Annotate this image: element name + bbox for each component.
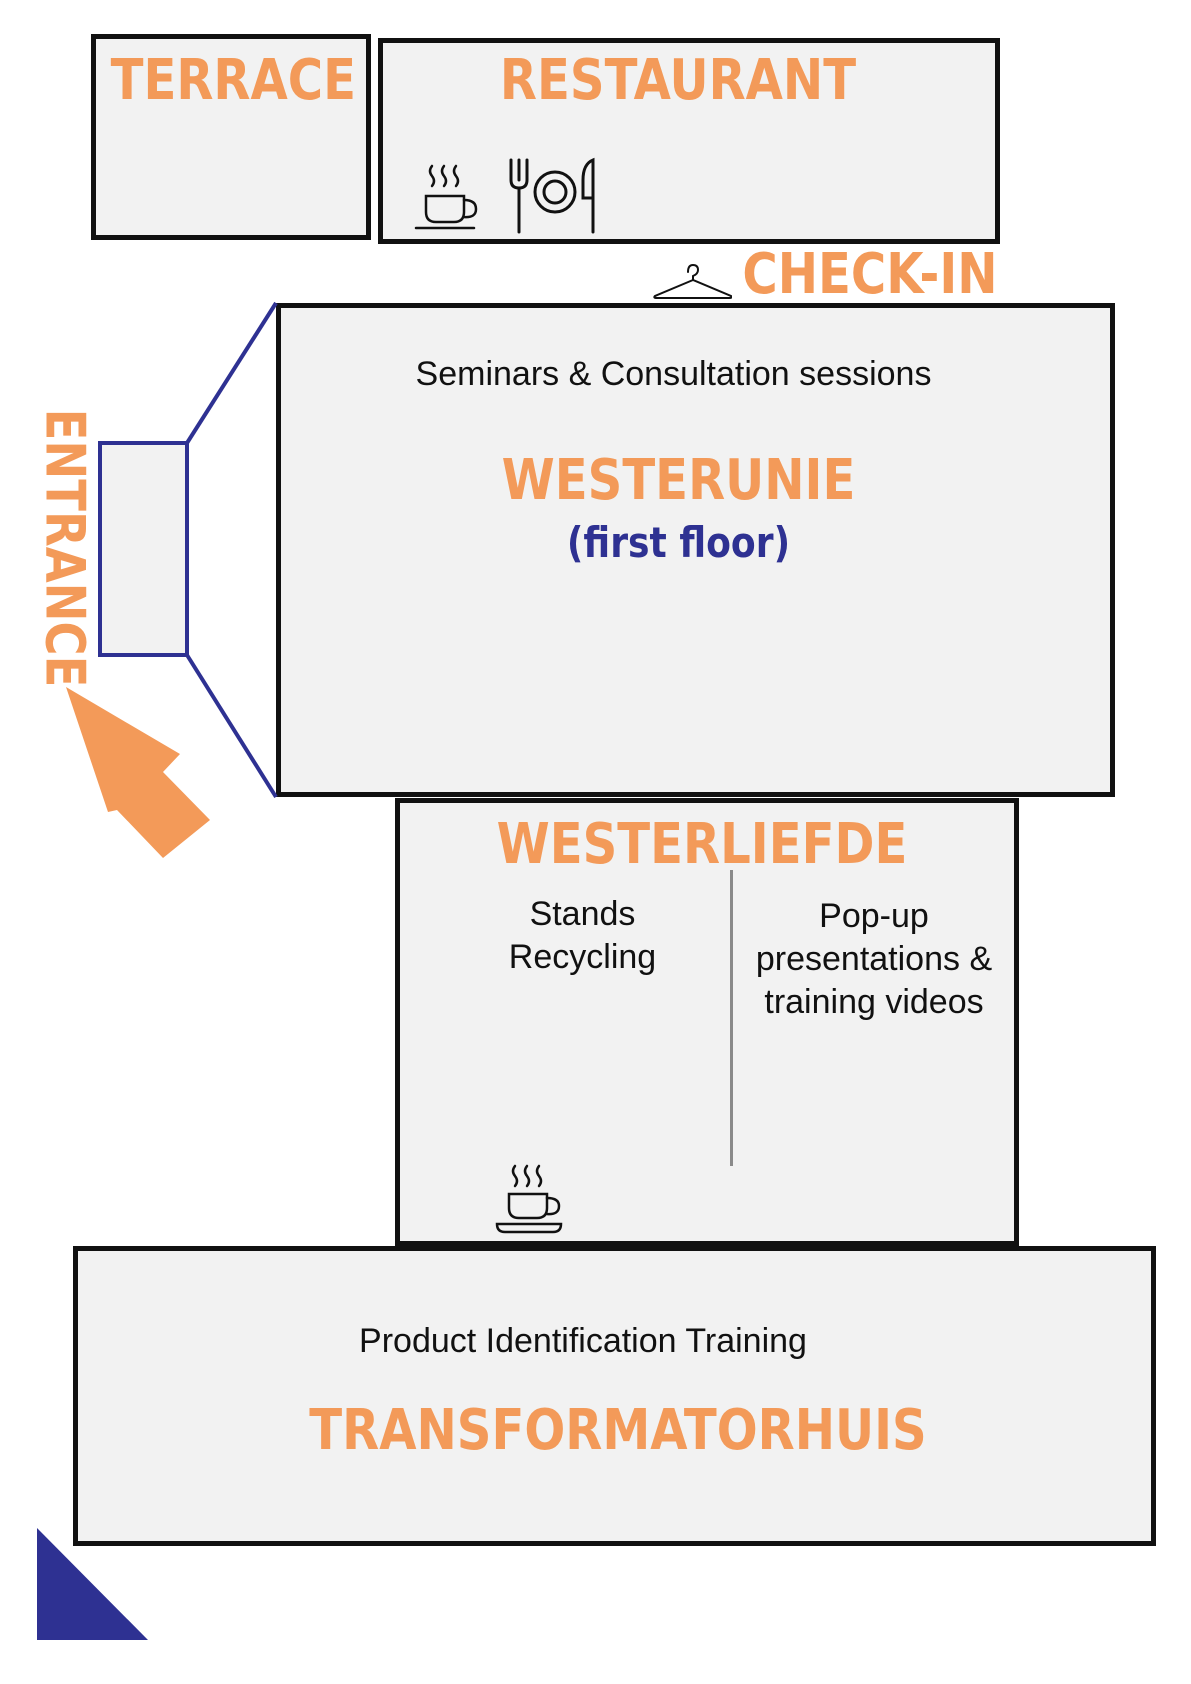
westerliefde-title: WESTERLIEFDE [496,812,908,877]
westerliefde-left-line2: Recycling [508,938,657,976]
corner-triangle-icon [37,1528,148,1640]
westerliefde-right-line1: Pop-up [819,897,929,935]
westerliefde-divider [730,870,733,1166]
terrace-room [91,34,371,240]
entrance-marker [98,441,189,657]
restaurant-room [378,38,1000,244]
coat-hanger-icon [653,263,732,299]
coffee-cup-icon [495,1164,563,1234]
terrace-title: TERRACE [110,48,357,113]
restaurant-title: RESTAURANT [499,48,857,113]
westerliefde-room [395,798,1019,1246]
westerunie-floor: (first floor) [566,518,791,567]
westerliefde-left-line1: Stands [529,895,636,933]
westerunie-room [276,303,1115,797]
transformatorhuis-description: Product Identification Training [359,1322,807,1360]
westerliefde-right-line2: presentations & [755,940,993,978]
westerliefde-right-line3: training videos [764,983,984,1021]
zoom-line-top [185,301,278,445]
westerunie-description: Seminars & Consultation sessions [415,355,932,393]
transformatorhuis-room [73,1246,1156,1546]
cutlery-plate-icon [509,157,595,234]
entrance-arrow-icon [66,687,210,858]
entrance-label: ENTRANCE [33,408,97,688]
transformatorhuis-title: TRANSFORMATORHUIS [309,1398,927,1463]
zoom-line-bottom [185,653,278,799]
checkin-title: CHECK-IN [742,242,998,307]
westerunie-title: WESTERUNIE [501,448,856,513]
coffee-cup-icon [414,164,478,230]
